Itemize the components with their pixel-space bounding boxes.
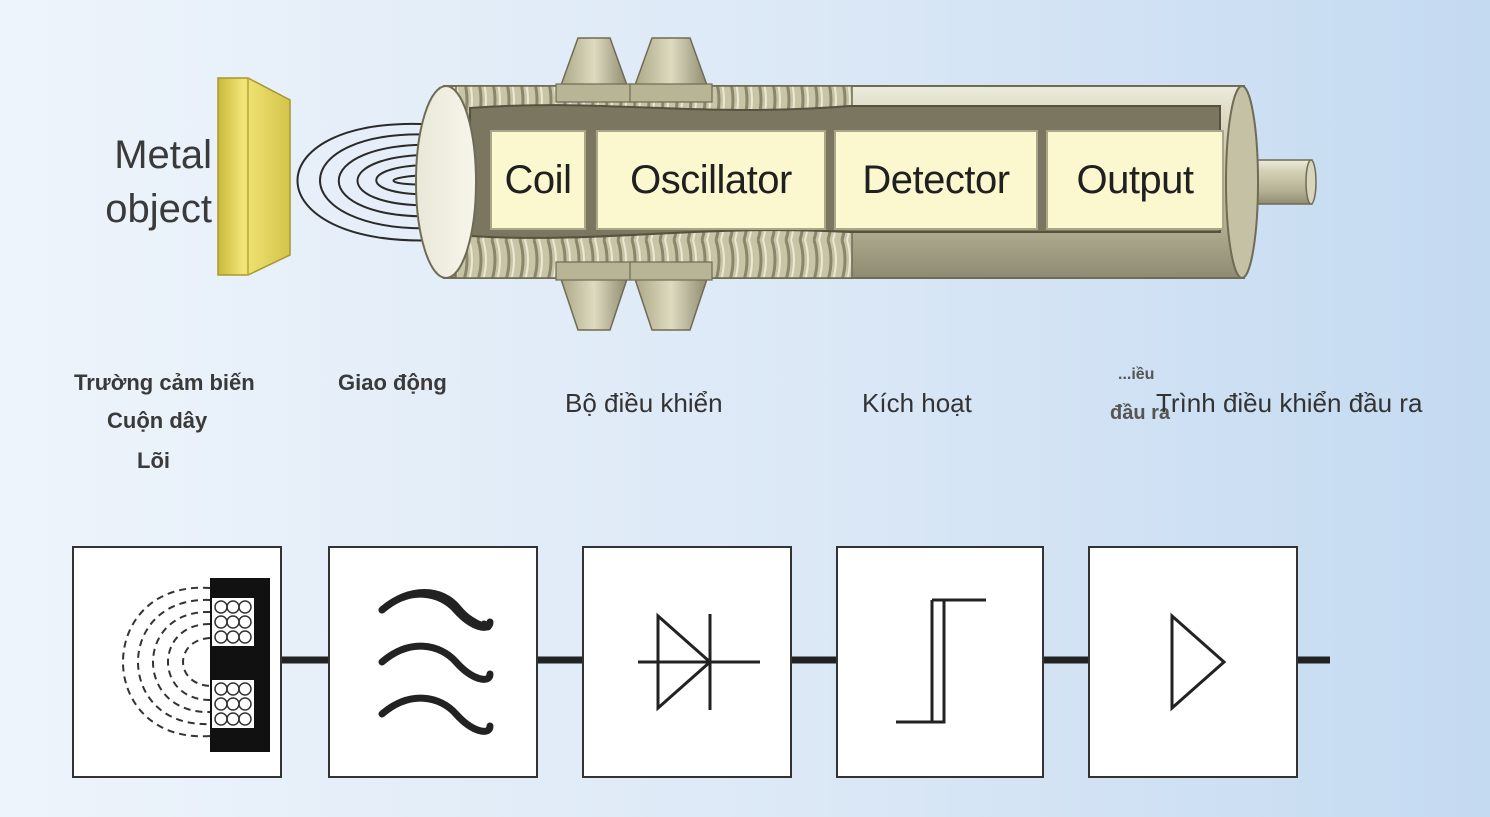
mounting-nut-rear <box>629 37 713 331</box>
block-detector <box>582 546 792 778</box>
amplifier-symbol-icon <box>1170 612 1227 712</box>
label-coil: Cuộn dây <box>107 408 208 433</box>
label-controller: Bộ điều khiển <box>565 388 723 418</box>
label-core: Lõi <box>137 448 170 473</box>
module-detector-label: Detector <box>862 157 1010 202</box>
module-coil: Coil <box>490 130 586 230</box>
diode-symbol-icon <box>638 612 760 712</box>
block-output-amplifier <box>1088 546 1298 778</box>
module-oscillator: Oscillator <box>596 130 826 230</box>
mounting-nut-front <box>555 37 633 331</box>
label-trigger: Kích hoạt <box>862 388 972 418</box>
label-output-faded-1: ...iều <box>1118 366 1155 383</box>
label-output-driver: Trình điều khiển đầu ra <box>1156 388 1423 418</box>
label-oscillation: Giao động <box>338 370 447 395</box>
block-trigger <box>836 546 1044 778</box>
module-output-label: Output <box>1076 157 1194 202</box>
metal-object <box>217 77 291 276</box>
schmitt-trigger-symbol-icon <box>896 598 986 724</box>
module-coil-label: Coil <box>504 157 572 202</box>
metal-object-label: Metal object <box>88 128 212 236</box>
module-output: Output <box>1046 130 1224 230</box>
block-oscillator <box>328 546 538 778</box>
label-output-faded-2: đầu ra <box>1110 402 1171 424</box>
oscillator-symbol-icon <box>378 589 494 735</box>
coil-symbol-icon <box>122 578 270 752</box>
block-coil <box>72 546 282 778</box>
label-sensing-field: Trường cảm biến <box>74 370 255 395</box>
metal-object-label-line1: Metal <box>114 133 212 177</box>
sensing-field-lines <box>296 122 441 242</box>
module-detector: Detector <box>834 130 1038 230</box>
module-oscillator-label: Oscillator <box>630 157 792 202</box>
metal-object-label-line2: object <box>105 187 212 231</box>
